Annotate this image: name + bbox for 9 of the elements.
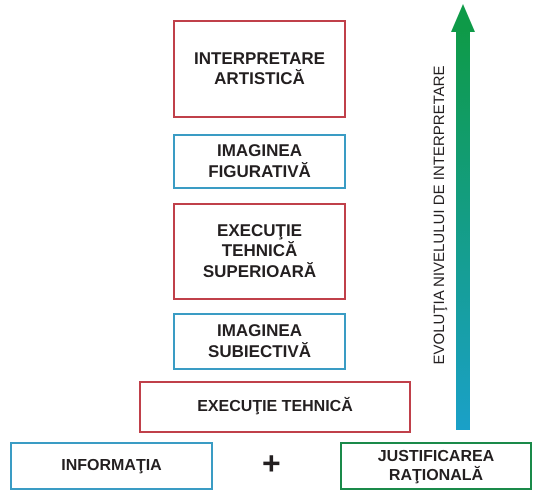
- text-box: IMAGINEA SUBIECTIVĂ: [173, 313, 346, 370]
- plus-sign: +: [262, 447, 281, 479]
- text-box: INTERPRETARE ARTISTICĂ: [173, 20, 346, 118]
- text-box: EXECUŢIE TEHNICĂ SUPERIOARĂ: [173, 203, 346, 300]
- text-box: IMAGINEA FIGURATIVĂ: [173, 134, 346, 189]
- axis-caption: EVOLUŢIA NIVELULUI DE INTERPRETARE: [431, 64, 449, 366]
- text-box: EXECUŢIE TEHNICĂ: [139, 381, 411, 433]
- text-box: JUSTIFICAREA RAŢIONALĂ: [340, 442, 532, 490]
- text-box: INFORMAŢIA: [10, 442, 213, 490]
